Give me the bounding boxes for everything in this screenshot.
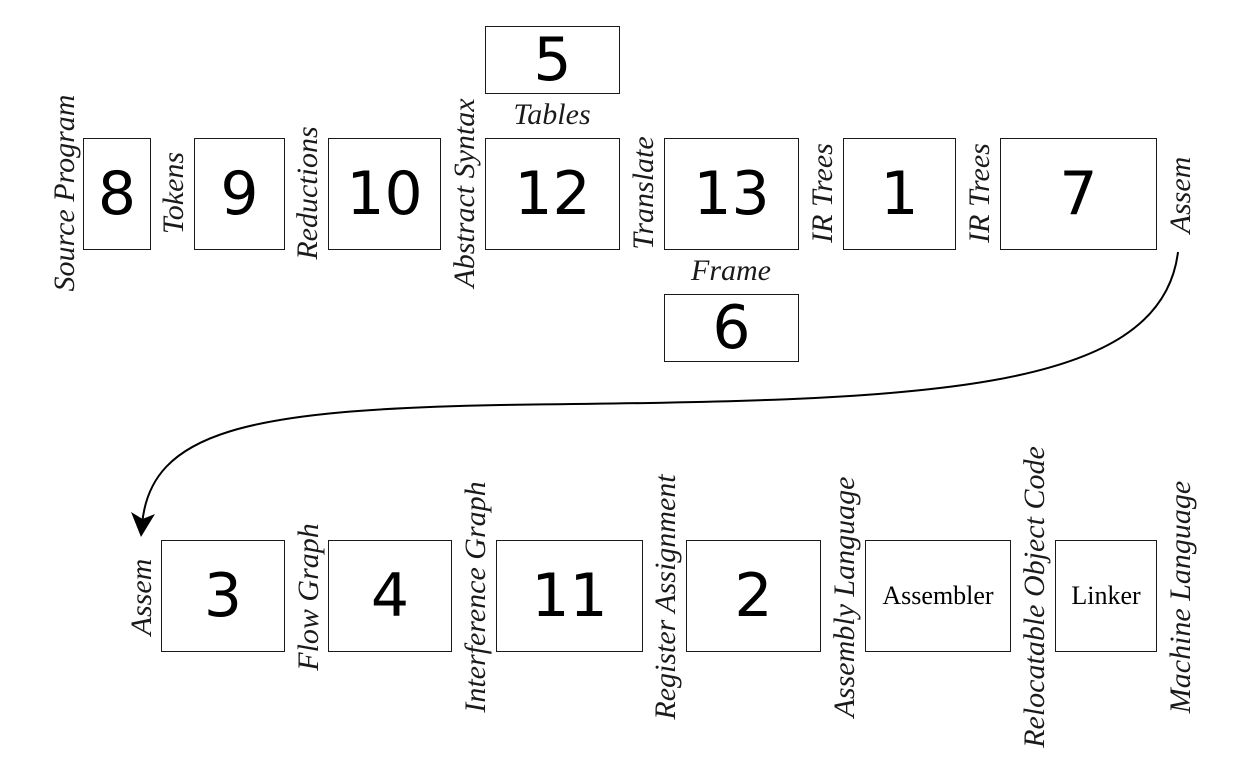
label-source-program: Source Program <box>48 94 81 292</box>
box-1: 1 <box>843 138 956 250</box>
label-relocatable-object-code: Relocatable Object Code <box>1018 446 1051 748</box>
label-register-assignment: Register Assignment <box>649 474 682 720</box>
label-assem-bottom: Assem <box>125 558 158 636</box>
box-6: 6 <box>664 294 799 362</box>
box-5: 5 <box>485 26 620 94</box>
label-machine-language: Machine Language <box>1164 480 1197 714</box>
label-ir-trees-2: IR Trees <box>963 143 996 243</box>
box-13: 13 <box>664 138 799 250</box>
label-flow-graph: Flow Graph <box>292 523 325 671</box>
box-9: 9 <box>194 138 285 250</box>
box-10: 10 <box>328 138 441 250</box>
box-8: 8 <box>83 138 151 250</box>
label-reductions: Reductions <box>291 126 324 260</box>
label-assem-top: Assem <box>1164 156 1197 234</box>
label-interference-graph: Interference Graph <box>459 481 492 713</box>
label-ir-trees-1: IR Trees <box>806 143 839 243</box>
label-translate: Translate <box>627 136 660 250</box>
box-11: 11 <box>496 540 643 652</box>
label-abstract-syntax: Abstract Syntax <box>448 98 481 288</box>
box-7: 7 <box>1000 138 1157 250</box>
label-frame: Frame <box>691 254 771 287</box>
label-tokens: Tokens <box>157 151 190 235</box>
label-tables: Tables <box>513 98 591 131</box>
box-3: 3 <box>161 540 285 652</box>
box-2: 2 <box>686 540 821 652</box>
box-assembler: Assembler <box>865 540 1011 652</box>
box-linker: Linker <box>1055 540 1157 652</box>
box-12: 12 <box>485 138 620 250</box>
label-assembly-language: Assembly Language <box>828 476 861 718</box>
box-4: 4 <box>328 540 452 652</box>
